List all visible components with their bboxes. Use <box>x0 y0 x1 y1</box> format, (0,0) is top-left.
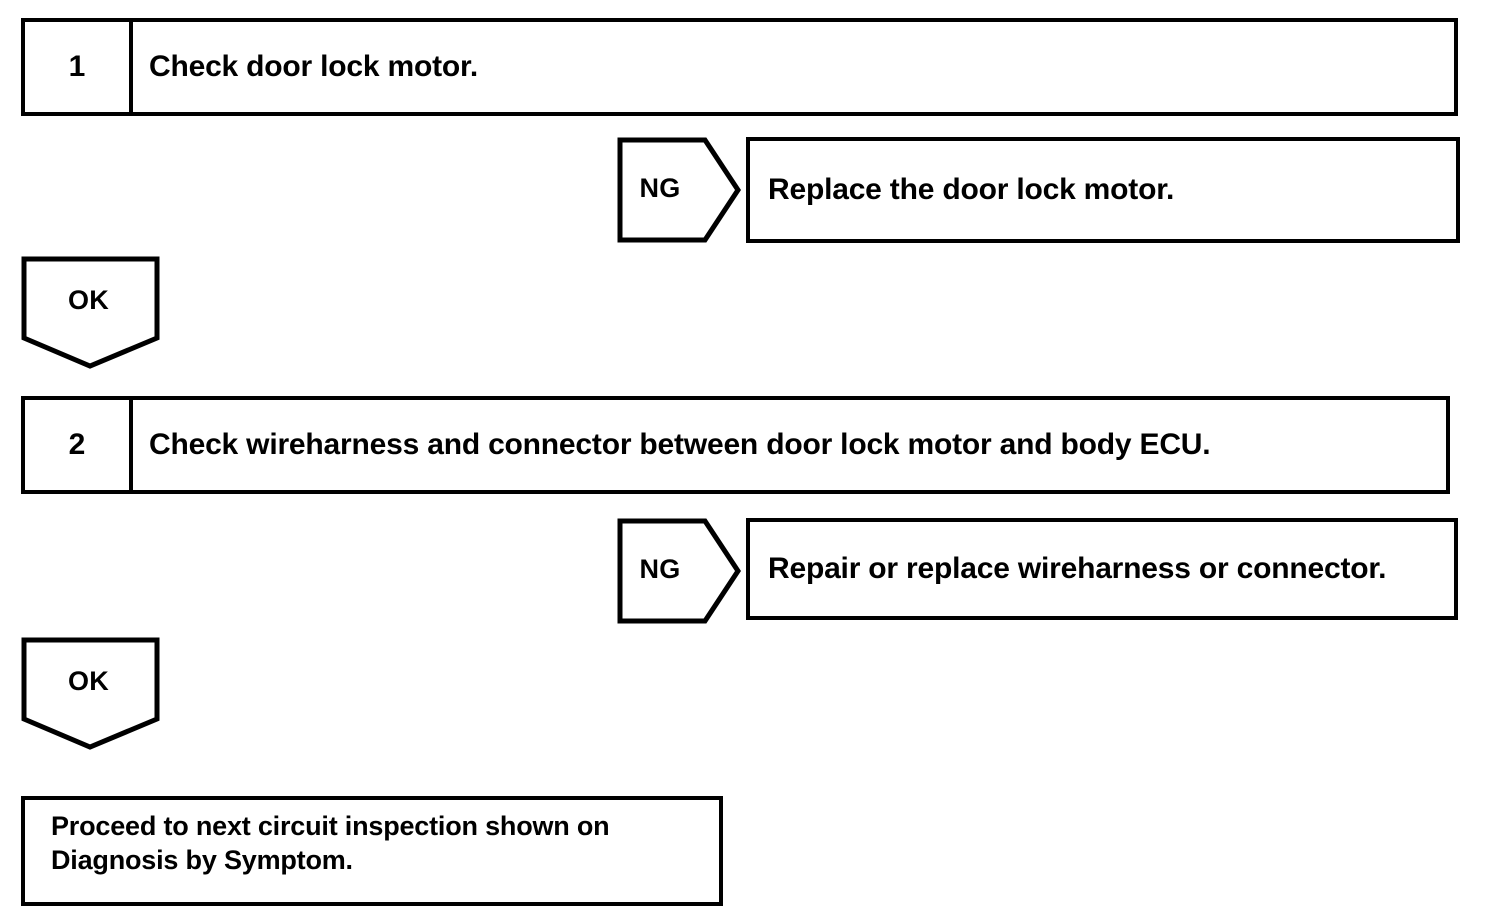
ok-arrow-1: OK <box>21 256 160 369</box>
ok-arrow-2: OK <box>21 637 160 750</box>
ng-arrow-shape-2 <box>617 518 741 624</box>
ng-arrow-1: NG <box>617 137 741 243</box>
step-box-2[interactable]: 2 Check wireharness and connector betwee… <box>21 396 1450 494</box>
terminal-line-2: Diagnosis by Symptom. <box>51 844 353 875</box>
step-box-1[interactable]: 1 Check door lock motor. <box>21 18 1458 116</box>
terminal-line-1: Proceed to next circuit inspection shown… <box>51 811 610 841</box>
step-text-2: Check wireharness and connector between … <box>149 428 1211 461</box>
ng-result-box-2[interactable]: Repair or replace wireharness or connect… <box>746 518 1458 620</box>
terminal-box[interactable]: Proceed to next circuit inspection shown… <box>21 796 723 906</box>
ng-arrow-shape <box>617 137 741 243</box>
step-number-2: 2 <box>25 400 133 490</box>
step-text-1: Check door lock motor. <box>149 50 478 83</box>
ng-arrow-2: NG <box>617 518 741 624</box>
ok-arrow-shape <box>21 256 160 369</box>
step-number-1: 1 <box>25 22 133 112</box>
ok-arrow-shape-2 <box>21 637 160 750</box>
ng-result-box-1[interactable]: Replace the door lock motor. <box>746 137 1460 243</box>
